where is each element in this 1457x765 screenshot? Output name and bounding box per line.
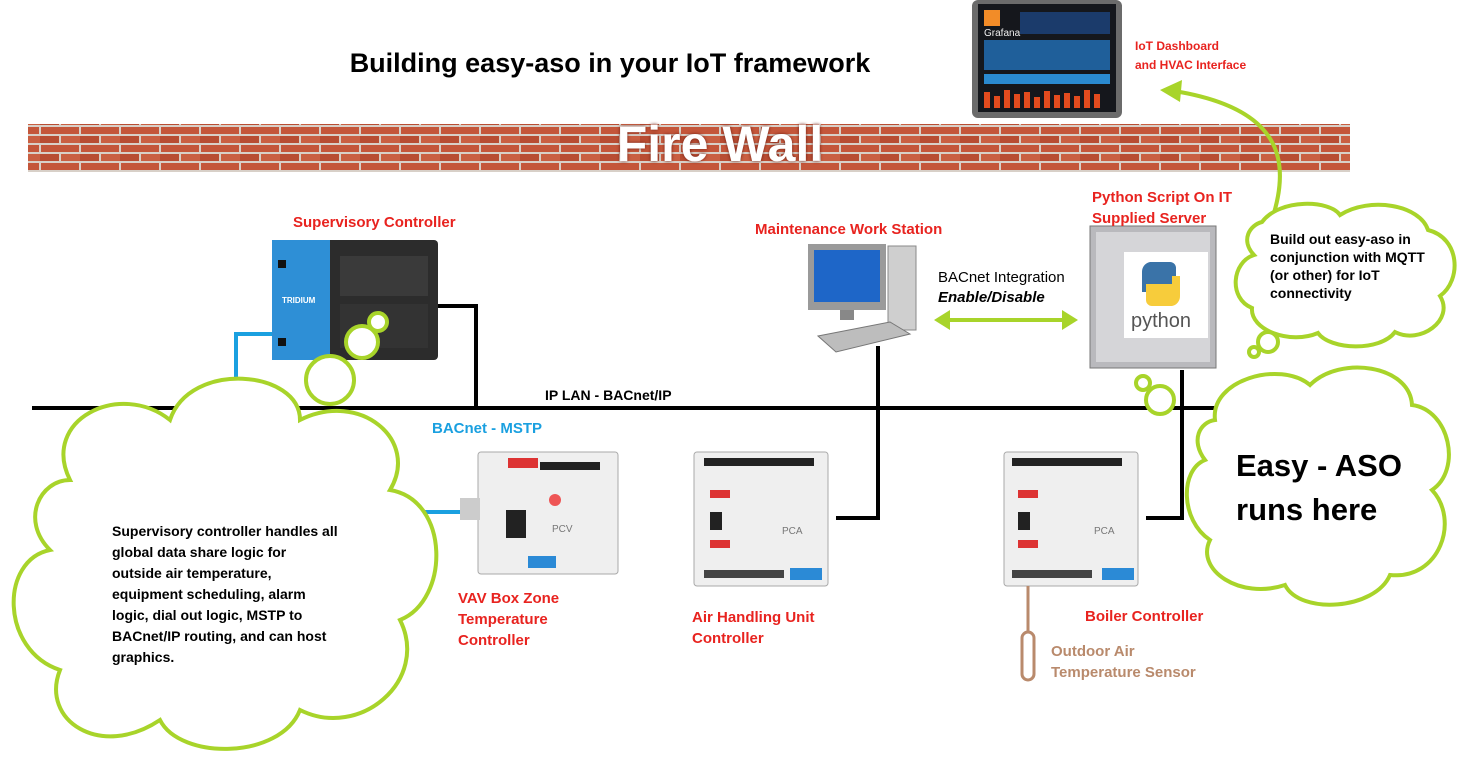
tridium-brand: TRIDIUM bbox=[282, 296, 316, 305]
easy-aso-line2: runs here bbox=[1236, 492, 1378, 527]
supervisory-cloud bbox=[11, 311, 439, 751]
bacnet-integration-label: BACnet Integration Enable/Disable bbox=[938, 268, 1065, 308]
ahu-controller-device bbox=[693, 451, 829, 587]
easy-aso-cloud-text: Easy - ASO runs here bbox=[1236, 444, 1402, 532]
oat-sensor-label: Outdoor Air Temperature Sensor bbox=[1051, 641, 1196, 683]
easy-aso-line1: Easy - ASO bbox=[1236, 448, 1402, 483]
easy-aso-cloud bbox=[1134, 365, 1451, 607]
mqtt-line-2: conjunction with MQTT bbox=[1270, 249, 1425, 265]
supervisory-line-3: outside air temperature, bbox=[112, 565, 272, 581]
bacnet-arrow-left-head bbox=[934, 310, 950, 330]
ahu-line-2: Controller bbox=[692, 630, 764, 647]
firewall-bricks bbox=[28, 124, 1350, 172]
supervisory-line-1: Supervisory controller handles all bbox=[112, 523, 338, 539]
ahu-device-text: PCA bbox=[782, 526, 803, 537]
vav-controller-device bbox=[460, 451, 619, 575]
python-server-label: Python Script On IT Supplied Server bbox=[1092, 187, 1232, 229]
supervisory-cloud-text: Supervisory controller handles all globa… bbox=[112, 521, 372, 668]
mqtt-line-1: Build out easy-aso in bbox=[1270, 231, 1411, 247]
vav-line-2: Temperature bbox=[458, 611, 548, 628]
mqtt-line-4: connectivity bbox=[1270, 285, 1352, 301]
iot-arrow-head bbox=[1160, 80, 1182, 102]
mqtt-line-3: (or other) for IoT bbox=[1270, 267, 1380, 283]
workstation-computer bbox=[808, 244, 917, 353]
supervisory-line-2: global data share logic for bbox=[112, 544, 287, 560]
oat-sensor bbox=[1020, 586, 1036, 682]
supervisory-lan-wire bbox=[438, 304, 478, 408]
vav-device-text: PCV bbox=[552, 524, 573, 535]
iot-dashboard-line2: and HVAC Interface bbox=[1135, 58, 1247, 72]
supervisory-controller-device bbox=[272, 240, 438, 360]
python-server-line1: Python Script On IT bbox=[1092, 189, 1233, 206]
boiler-controller-device bbox=[1003, 451, 1139, 587]
supervisory-line-7: graphics. bbox=[112, 649, 175, 665]
bacnet-arrow-right-head bbox=[1062, 310, 1078, 330]
python-server-line2: Supplied Server bbox=[1092, 210, 1207, 227]
iot-dashboard-line1: IoT Dashboard bbox=[1135, 39, 1220, 53]
ip-lan-label: IP LAN - BACnet/IP bbox=[545, 387, 672, 403]
maintenance-station-label: Maintenance Work Station bbox=[755, 221, 943, 238]
ahu-controller-label: Air Handling Unit Controller bbox=[692, 607, 815, 649]
boiler-device-text: PCA bbox=[1094, 526, 1115, 537]
mqtt-cloud-text: Build out easy-aso in conjunction with M… bbox=[1270, 230, 1455, 302]
grafana-logo-text: Grafana bbox=[984, 28, 1021, 39]
boiler-wire bbox=[1146, 370, 1184, 520]
oat-line-1: Outdoor Air bbox=[1051, 643, 1135, 660]
oat-line-2: Temperature Sensor bbox=[1051, 664, 1196, 681]
grafana-dashboard-image bbox=[972, 0, 1122, 118]
ahu-wire bbox=[836, 346, 880, 520]
boiler-controller-label: Boiler Controller bbox=[1085, 608, 1204, 625]
supervisory-line-4: equipment scheduling, alarm bbox=[112, 586, 306, 602]
page-title: Building easy-aso in your IoT framework bbox=[349, 48, 871, 78]
supervisory-line-6: BACnet/IP routing, and can host bbox=[112, 628, 327, 644]
mstp-label: BACnet - MSTP bbox=[432, 420, 542, 437]
bacnet-integration-line1: BACnet Integration bbox=[938, 269, 1065, 286]
python-server bbox=[1089, 225, 1217, 369]
firewall-label: Fire Wall bbox=[616, 116, 824, 172]
bacnet-integration-line2: Enable/Disable bbox=[938, 289, 1045, 306]
vav-line-1: VAV Box Zone bbox=[458, 590, 560, 607]
iot-dashboard-label: IoT Dashboard and HVAC Interface bbox=[1135, 37, 1246, 75]
ahu-line-1: Air Handling Unit bbox=[692, 609, 815, 626]
supervisory-controller-label: Supervisory Controller bbox=[293, 214, 456, 231]
vav-controller-label: VAV Box Zone Temperature Controller bbox=[458, 588, 559, 651]
mqtt-cloud bbox=[1233, 201, 1457, 359]
supervisory-line-5: logic, dial out logic, MSTP to bbox=[112, 607, 303, 623]
vav-line-3: Controller bbox=[458, 632, 530, 649]
python-logo-text: python bbox=[1131, 310, 1192, 332]
